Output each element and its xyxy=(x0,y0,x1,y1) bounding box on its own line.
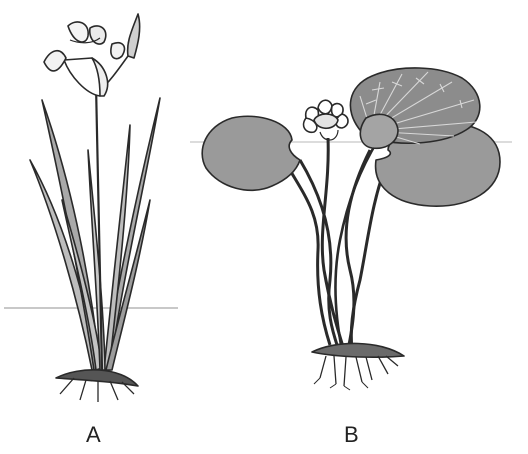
plant-a-petal xyxy=(68,22,88,42)
plant-b-stem xyxy=(322,138,344,350)
plant-label-b: B xyxy=(344,424,359,446)
plant-a-petal xyxy=(44,51,66,71)
plant-b-flower-center xyxy=(314,114,338,128)
plant-b-stem xyxy=(336,140,378,350)
plant-label-a: A xyxy=(86,424,101,446)
plant-b-roots xyxy=(320,356,398,386)
plant-b-stem xyxy=(351,160,388,350)
plant-b-flower-petal xyxy=(318,100,332,114)
plant-b-floating-leaf-left xyxy=(202,116,300,190)
plant-a-bud xyxy=(128,14,140,58)
plant-a-petal xyxy=(111,43,124,59)
plant-b-leaf-fold xyxy=(360,114,398,148)
plant-b-water-lily xyxy=(202,68,500,390)
plant-a-iris xyxy=(30,14,160,402)
plant-b-rhizome xyxy=(312,343,404,357)
